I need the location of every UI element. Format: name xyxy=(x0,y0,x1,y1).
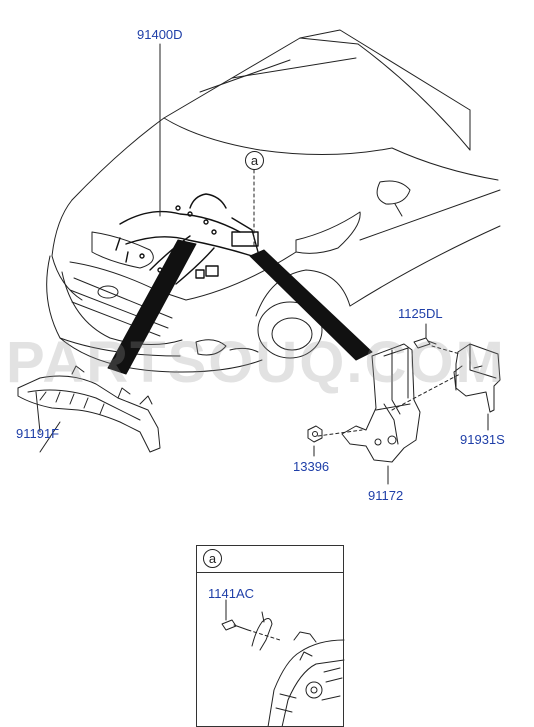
detail-drawing xyxy=(221,599,345,727)
bracket-91191f xyxy=(17,365,161,453)
label-13396[interactable]: 13396 xyxy=(293,459,330,474)
label-91400d[interactable]: 91400D xyxy=(137,27,183,42)
detail-view-a: a 1141AC xyxy=(196,545,344,727)
car-outline xyxy=(46,29,501,373)
watermark: PARTSOUQ.COM xyxy=(6,330,506,395)
engine-harness xyxy=(115,193,259,285)
callout-a-main[interactable]: a xyxy=(245,151,264,170)
bracket-91172 xyxy=(341,343,421,463)
callout-a-detail: a xyxy=(203,549,222,568)
bracket-91931s xyxy=(453,343,501,413)
bolt-1125dl xyxy=(413,323,437,349)
detail-header: a xyxy=(197,546,343,573)
label-1125dl[interactable]: 1125DL xyxy=(398,306,443,321)
label-91931s[interactable]: 91931S xyxy=(460,432,505,447)
label-91191f[interactable]: 91191F xyxy=(16,426,60,441)
nut-13396 xyxy=(307,425,323,457)
leader-band-right xyxy=(249,249,373,361)
label-1141ac[interactable]: 1141AC xyxy=(208,586,255,601)
label-91172[interactable]: 91172 xyxy=(368,488,404,503)
leader-band-left xyxy=(107,239,197,375)
